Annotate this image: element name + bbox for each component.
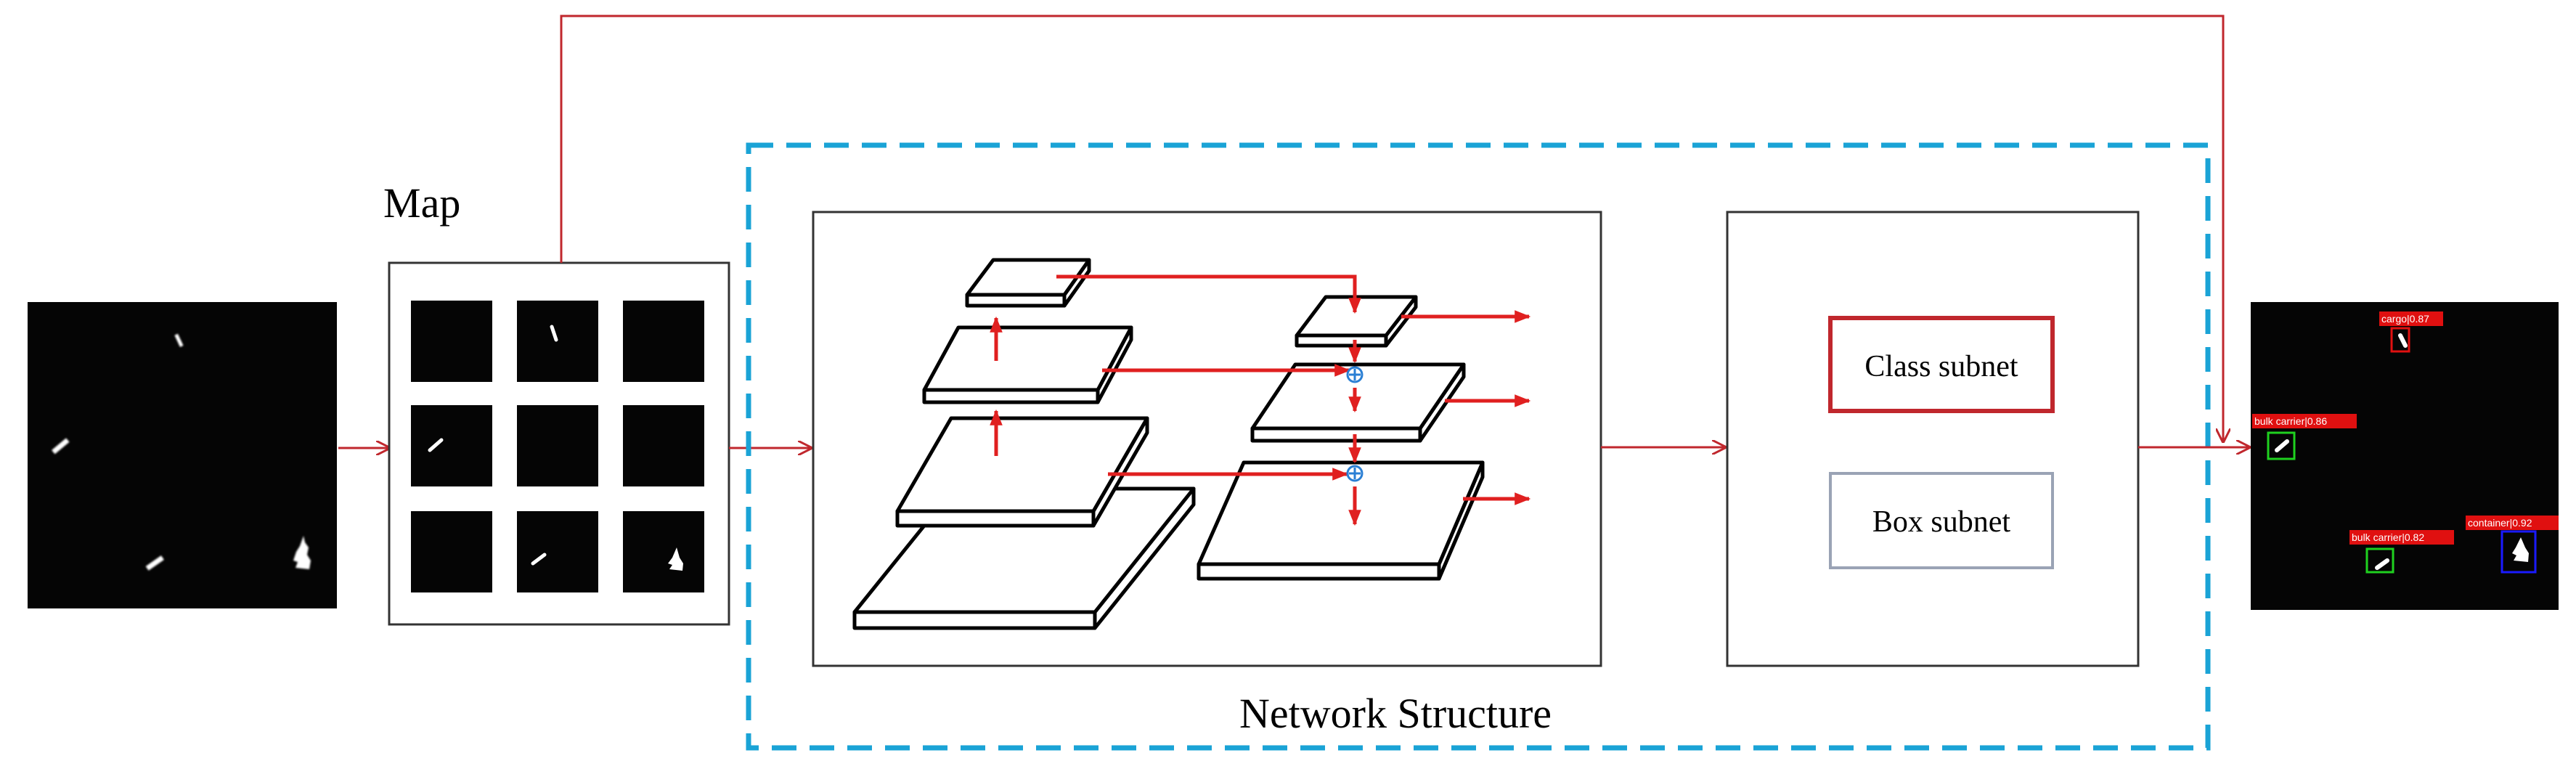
detection-label: cargo|0.87 — [2381, 313, 2429, 325]
input-sar-image — [28, 302, 337, 608]
fpn-c3 — [895, 416, 1149, 528]
fpn-p4 — [1250, 362, 1466, 443]
box-subnet-label: Box subnet — [1872, 505, 2011, 539]
fpn-lateral-arrow — [1056, 274, 1361, 314]
detection-label: bulk carrier|0.82 — [2352, 531, 2424, 543]
map-tile — [623, 511, 704, 592]
detection-box: container|0.92 — [2466, 516, 2559, 574]
ship-target — [2398, 333, 2408, 348]
output-sar-image: cargo|0.87 bulk carrier|0.86 bulk carrier|… — [2251, 302, 2559, 610]
map-tile — [623, 301, 704, 382]
detection-label: container|0.92 — [2468, 517, 2532, 529]
detection-box: cargo|0.87 — [2379, 311, 2443, 353]
detection-box: bulk carrier|0.86 — [2252, 414, 2357, 460]
merge-plus-icon — [1346, 366, 1364, 383]
map-panel — [388, 261, 730, 626]
fpn-layers — [852, 258, 1485, 630]
box-subnet-box — [1829, 472, 2054, 569]
map-tile — [411, 511, 492, 592]
map-tile — [623, 405, 704, 486]
ship-target — [2512, 537, 2529, 562]
fpn-c5 — [965, 258, 1091, 308]
merge-plus-icon — [1346, 465, 1364, 482]
fpn-p3 — [1197, 460, 1485, 581]
fpn-arrows — [990, 274, 1531, 526]
class-subnet-label: Class subnet — [1864, 350, 2018, 383]
class-subnet-box — [1828, 316, 2055, 413]
ship-target — [2275, 439, 2289, 452]
subnets-panel: Class subnet Box subnet — [1726, 211, 2140, 667]
ship-target — [2375, 558, 2389, 570]
detection-label: bulk carrier|0.86 — [2254, 415, 2327, 427]
fpn-c4 — [922, 325, 1133, 404]
map-tile — [517, 301, 598, 382]
map-tile — [411, 405, 492, 486]
fpn-panel — [812, 211, 1602, 667]
map-tiles — [411, 301, 704, 592]
detection-box: bulk carrier|0.82 — [2349, 530, 2454, 574]
detections: cargo|0.87 bulk carrier|0.86 bulk carrier|… — [2252, 311, 2559, 574]
skip-connection-arrow — [560, 15, 2223, 441]
map-tile — [517, 405, 598, 486]
map-tile — [411, 301, 492, 382]
network-structure-title: Network Structure — [1239, 690, 1552, 737]
fpn-p5 — [1295, 295, 1418, 348]
map-title: Map — [383, 179, 460, 227]
map-tile — [517, 511, 598, 592]
